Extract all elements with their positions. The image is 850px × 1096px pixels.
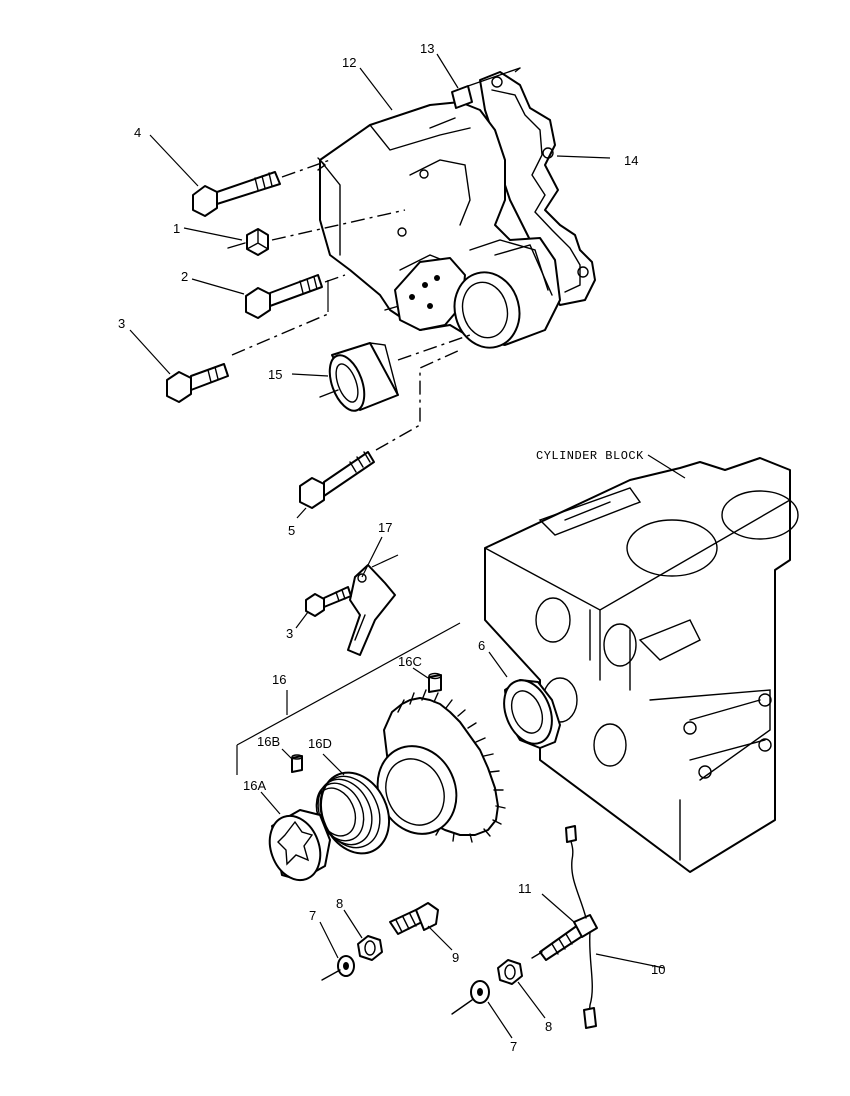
wire-10	[565, 825, 597, 1029]
nut-1	[246, 228, 269, 256]
callout-5: 5	[288, 523, 295, 538]
nut-8-left	[357, 935, 383, 961]
callout-7-right: 7	[510, 1039, 517, 1054]
callout-2: 2	[181, 269, 188, 284]
callout-17: 17	[378, 520, 392, 535]
right-group-axis	[451, 999, 473, 1015]
gear-assembly-bracket-line	[236, 622, 461, 775]
bracket-axis	[371, 554, 399, 568]
callout-8-left: 8	[336, 896, 343, 911]
callout-13: 13	[420, 41, 434, 56]
callout-10: 10	[651, 962, 665, 977]
bolt-3-upper	[166, 363, 229, 403]
bolt-4-axis	[281, 159, 331, 178]
callout-8-right: 8	[545, 1019, 552, 1034]
callout-14: 14	[624, 153, 638, 168]
callout-16: 16	[272, 672, 286, 687]
callout-9: 9	[452, 950, 459, 965]
bolt-2	[245, 274, 323, 319]
washer-7-left	[337, 955, 355, 977]
cylinder-block-leader	[647, 454, 686, 479]
bushing-15	[328, 342, 399, 412]
bolt-5	[299, 451, 375, 509]
bolt-5-axis	[375, 349, 461, 451]
callout-7-left: 7	[309, 908, 316, 923]
sensor-11	[531, 914, 598, 961]
bolt-3-lower	[305, 586, 352, 617]
callout-16a: 16A	[243, 778, 266, 793]
screw-9	[389, 902, 439, 935]
bracket-17	[347, 564, 396, 656]
callout-15: 15	[268, 367, 282, 382]
callout-1: 1	[173, 221, 180, 236]
housing-bore	[453, 244, 553, 349]
callout-16c: 16C	[398, 654, 422, 669]
spring	[315, 771, 391, 855]
bushing-axis	[397, 334, 471, 361]
callout-16b: 16B	[257, 734, 280, 749]
callout-12: 12	[342, 55, 356, 70]
callout-3-lower: 3	[286, 626, 293, 641]
callout-16d: 16D	[308, 736, 332, 751]
gear	[376, 689, 506, 843]
stud	[451, 67, 521, 109]
bushing-axis-left	[319, 389, 339, 398]
bolt-4	[192, 171, 281, 217]
washer-7-right	[470, 980, 490, 1004]
nut-8-right	[497, 959, 523, 985]
leader-lines	[129, 53, 665, 1039]
seal-6	[503, 679, 561, 749]
nut-1-axis	[271, 209, 406, 241]
cylinder-block	[484, 457, 799, 873]
gasket	[479, 71, 596, 306]
pin-16b	[291, 754, 303, 773]
left-group-axis	[321, 969, 341, 981]
cylinder-block-label: CYLINDER BLOCK	[536, 449, 644, 463]
hub	[268, 809, 331, 882]
callout-11: 11	[518, 881, 532, 896]
pin-16c	[428, 672, 442, 693]
callout-3-upper: 3	[118, 316, 125, 331]
bolt-3-axis	[231, 313, 329, 356]
nut-1-axis-left	[227, 242, 246, 249]
callout-4: 4	[134, 125, 141, 140]
callout-6: 6	[478, 638, 485, 653]
